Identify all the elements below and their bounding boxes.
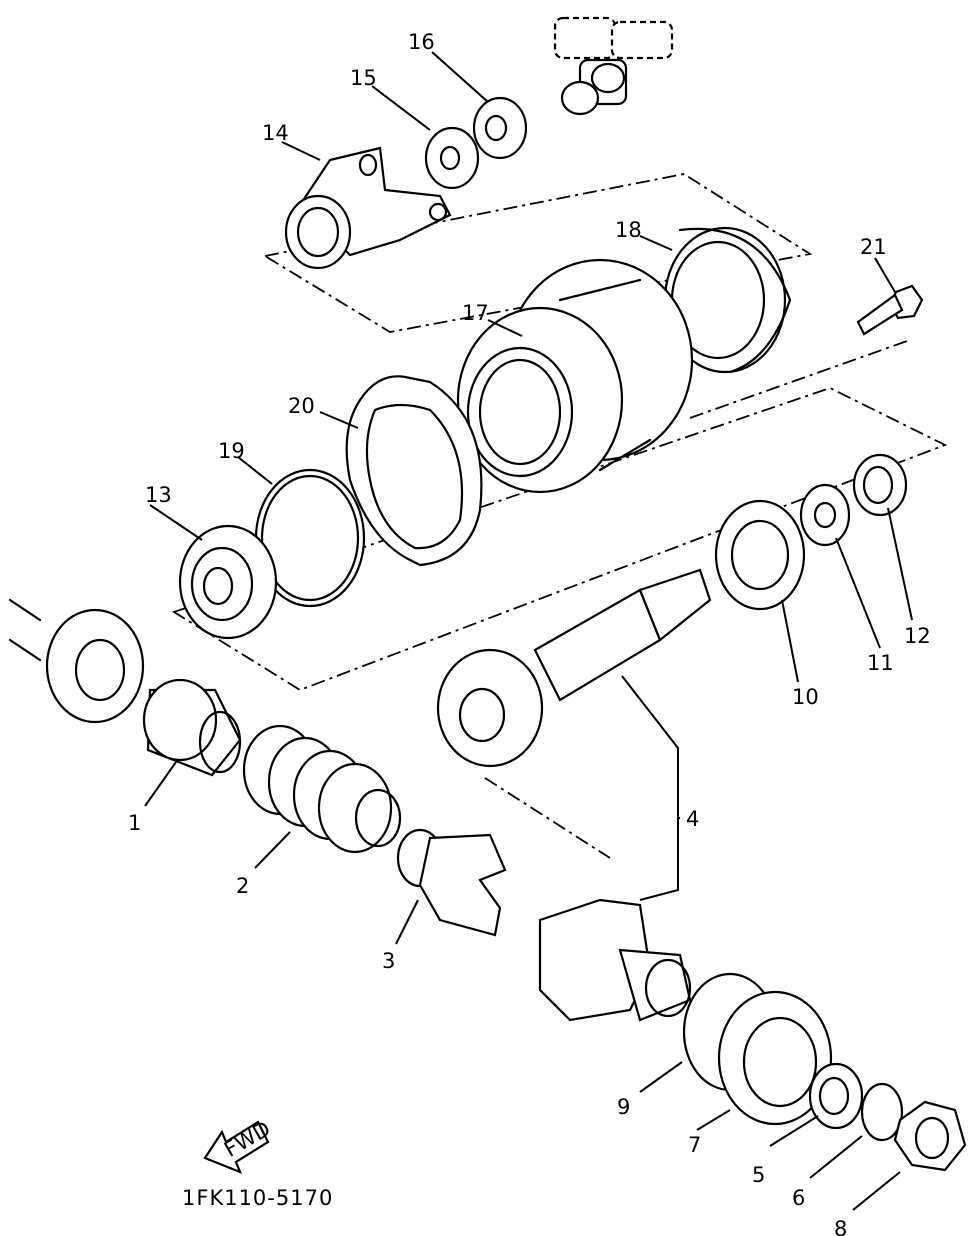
callout-2: 2 bbox=[236, 874, 249, 898]
callout-15: 15 bbox=[350, 66, 377, 90]
yoke-14 bbox=[284, 146, 452, 270]
spring-2 bbox=[242, 724, 402, 854]
ring-gear bbox=[538, 898, 692, 1022]
callout-13: 13 bbox=[145, 483, 172, 507]
callout-21: 21 bbox=[860, 235, 887, 259]
callout-18: 18 bbox=[615, 218, 642, 242]
callout-9: 9 bbox=[617, 1095, 630, 1119]
gear-mesh-line bbox=[484, 777, 611, 859]
middle-assembly-outline bbox=[689, 339, 911, 419]
output-shaft-stub bbox=[8, 598, 145, 724]
fwd-arrow-icon bbox=[203, 1120, 270, 1174]
bolt-21 bbox=[856, 284, 924, 336]
bearing-10 bbox=[714, 499, 806, 611]
callout-11: 11 bbox=[867, 651, 894, 675]
nut-12 bbox=[852, 453, 908, 517]
washer-5 bbox=[808, 1062, 864, 1130]
washer-15 bbox=[424, 126, 480, 190]
retaining-plate-20 bbox=[345, 375, 483, 567]
shim-11 bbox=[799, 483, 851, 547]
callout-19: 19 bbox=[218, 439, 245, 463]
callout-12: 12 bbox=[904, 624, 931, 648]
callout-8: 8 bbox=[834, 1217, 847, 1236]
callout-5: 5 bbox=[752, 1163, 765, 1187]
bearing-7 bbox=[717, 990, 833, 1126]
universal-joint-spider bbox=[553, 16, 674, 116]
callout-4: 4 bbox=[686, 807, 699, 831]
callout-10: 10 bbox=[792, 685, 819, 709]
sleeve-1 bbox=[142, 678, 242, 777]
callout-6: 6 bbox=[792, 1186, 805, 1210]
bearing-13 bbox=[178, 524, 278, 640]
leader-lines bbox=[144, 51, 913, 1211]
housing-17 bbox=[456, 258, 694, 494]
cam-follower-3 bbox=[396, 828, 507, 937]
drive-pinion-gear-4 bbox=[436, 568, 712, 768]
callout-16: 16 bbox=[408, 30, 435, 54]
nut-8 bbox=[893, 1100, 967, 1172]
callout-14: 14 bbox=[262, 121, 289, 145]
callout-20: 20 bbox=[288, 394, 315, 418]
figure-code: 1FK110-5170 bbox=[182, 1186, 333, 1210]
callout-1: 1 bbox=[128, 811, 141, 835]
oil-seal-16 bbox=[472, 96, 528, 160]
callout-7: 7 bbox=[688, 1133, 701, 1157]
callout-3: 3 bbox=[382, 949, 395, 973]
callout-17: 17 bbox=[462, 301, 489, 325]
lock-washer-6 bbox=[860, 1082, 904, 1142]
upper-assembly-outline bbox=[262, 173, 813, 333]
